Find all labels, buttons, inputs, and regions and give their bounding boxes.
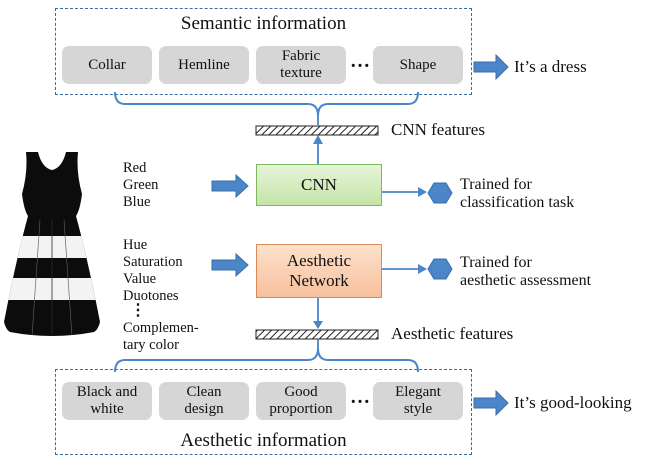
aesthetic-features-bar <box>255 329 379 340</box>
aesthetic-chip-elegant-style: Elegant style <box>373 382 463 420</box>
aesthetic-result-label: It’s good-looking <box>514 393 632 412</box>
hsv-input-arrow <box>211 252 249 278</box>
rgb-input-labels: Red Green Blue <box>123 160 159 210</box>
aesthetic-brace <box>114 347 419 373</box>
cnn-output-arrowhead <box>418 187 427 197</box>
aes-to-features-arrowhead <box>313 321 323 329</box>
cnn-features-bar <box>255 125 379 136</box>
cnn-output-hexagon <box>427 182 453 204</box>
aesthetic-output-label: Trained for aesthetic assessment <box>460 254 592 289</box>
aesthetic-chip-black-and-white: Black and white <box>62 382 152 420</box>
semantic-chip-collar: Collar <box>62 46 152 84</box>
cnn-block: CNN <box>256 164 382 206</box>
semantic-result-arrow <box>473 53 509 81</box>
inputs-vdots: ⋮ <box>130 302 146 319</box>
aesthetic-result-arrow <box>473 389 509 417</box>
complementary-color-label: Complemen- tary color <box>123 320 199 353</box>
semantic-chip-hemline: Hemline <box>159 46 249 84</box>
aesthetic-chip-clean-design: Clean design <box>159 382 249 420</box>
cnn-output-label: Trained for classification task <box>460 176 575 211</box>
aesthetic-ellipsis: … <box>350 386 371 408</box>
aesthetic-information-panel: Aesthetic information <box>55 369 472 455</box>
semantic-information-panel: Semantic information <box>55 8 472 95</box>
aesthetic-information-title: Aesthetic information <box>180 430 347 451</box>
hsv-input-labels: Hue Saturation Value Duotones <box>123 237 183 304</box>
semantic-result-label: It’s a dress <box>514 57 587 76</box>
aesthetic-chip-good-proportion: Good proportion <box>256 382 346 420</box>
cnn-features-label: CNN features <box>391 120 485 139</box>
semantic-chip-fabric-texture: Fabric texture <box>256 46 346 84</box>
cnn-to-features-arrowhead <box>313 135 323 144</box>
semantic-ellipsis: … <box>350 50 371 72</box>
aes-output-hexagon <box>427 258 453 280</box>
aesthetic-features-label: Aesthetic features <box>391 324 514 343</box>
semantic-information-title: Semantic information <box>180 13 347 34</box>
aesthetic-network-block: Aesthetic Network <box>256 244 382 298</box>
rgb-input-arrow <box>211 173 249 199</box>
semantic-brace <box>114 91 419 117</box>
dress-image <box>4 152 100 336</box>
aes-output-arrowhead <box>418 264 427 274</box>
semantic-chip-shape: Shape <box>373 46 463 84</box>
